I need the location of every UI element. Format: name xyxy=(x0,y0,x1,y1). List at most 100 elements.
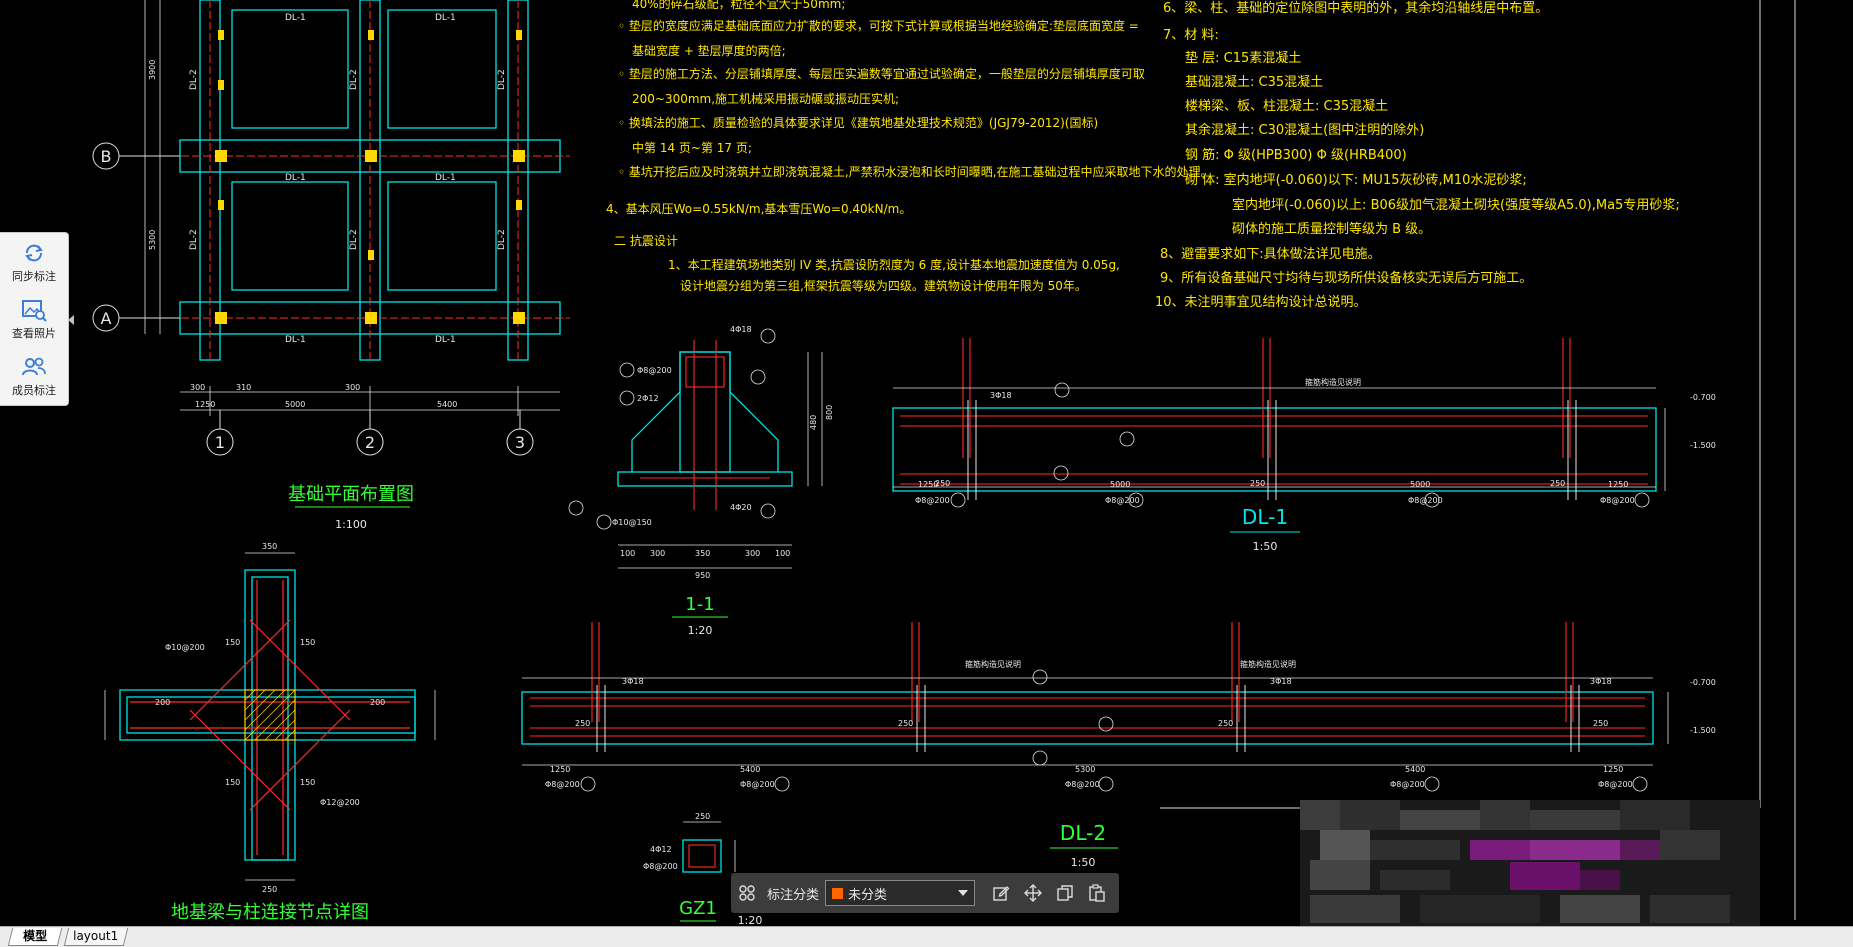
dl1-dim: 250 xyxy=(1250,479,1265,488)
edit-icon[interactable] xyxy=(988,880,1014,906)
note-line: 基础混凝土: C35混凝土 xyxy=(1185,74,1323,90)
dl2-dim: 250 xyxy=(898,719,913,728)
section-dim: 480 xyxy=(809,415,818,430)
view-photo-label: 查看照片 xyxy=(12,326,56,340)
gz1-rebar: Φ8@200 xyxy=(643,862,678,871)
plan-beam-label: DL-1 xyxy=(285,173,306,183)
section-dim: 800 xyxy=(825,405,834,420)
note-line: 设计地震分组为第三组,框架抗震等级为四级。建筑物设计使用年限为 50年。 xyxy=(680,278,1087,293)
collapse-panel-arrow[interactable] xyxy=(68,315,74,325)
note-line: ◦ 垫层的宽度应满足基础底面应力扩散的要求，可按下式计算或根据当地经验确定:垫层… xyxy=(618,18,1139,33)
note-line: 8、避雷要求如下:具体做法详见电施。 xyxy=(1160,246,1381,262)
section-rebar: Φ8@200 xyxy=(637,366,672,375)
note-line: 室内地坪(-0.060)以上: B06级加气混凝土砌块(强度等级A5.0),Ma… xyxy=(1232,197,1680,213)
axis-label-2: 2 xyxy=(365,433,375,452)
grid-icon[interactable] xyxy=(734,880,760,906)
layout-tab-bar: 模型 layout1 xyxy=(0,926,1853,947)
member-annotation-label: 成员标注 xyxy=(12,383,56,397)
dl2-dim: 250 xyxy=(1218,719,1233,728)
note-line: 砌体的施工质量控制等级为 B 级。 xyxy=(1232,221,1431,237)
plan-dim: 300 xyxy=(345,383,360,392)
category-select[interactable]: 未分类 xyxy=(825,880,976,906)
node-dim: 150 xyxy=(225,638,240,647)
note-line: 钢 筋: Φ 级(HPB300) Φ 级(HRB400) xyxy=(1185,147,1407,163)
dl2-dim: 5400 xyxy=(1405,765,1425,774)
section-rebar: 4Φ20 xyxy=(730,503,752,512)
plan-beam-label: DL-1 xyxy=(435,173,456,183)
category-label: 标注分类 xyxy=(767,887,820,903)
plan-beam-label: DL-1 xyxy=(285,13,306,23)
dl1-dim: 250 xyxy=(935,479,950,488)
sync-icon xyxy=(25,244,43,261)
gz1-scale: 1:20 xyxy=(738,914,763,927)
move-icon[interactable] xyxy=(1020,880,1046,906)
dl2-title: DL-2 xyxy=(1060,821,1106,845)
note-line: 中第 14 页~第 17 页; xyxy=(632,140,752,155)
members-icon xyxy=(22,357,46,375)
section-scale: 1:20 xyxy=(688,624,713,637)
plan-dim: 3900 xyxy=(148,60,157,80)
node-rebar: Φ12@200 xyxy=(320,798,360,807)
plan-beam-label: DL-2 xyxy=(189,229,199,250)
dl1-dim: 5000 xyxy=(1110,480,1130,489)
axis-label-3: 3 xyxy=(515,433,525,452)
plan-dim: 5000 xyxy=(285,400,305,409)
sync-annotation-label: 同步标注 xyxy=(12,269,56,283)
dl1-rebar: Φ8@200 xyxy=(1105,496,1140,505)
member-annotation-button[interactable]: 成员标注 xyxy=(0,347,68,404)
dl1-elevation: 250 250 250 1250 5000 5000 1250 3Φ18 箍筋构… xyxy=(892,338,1716,553)
plan-beam-label: DL-2 xyxy=(497,69,507,90)
note-line: 9、所有设备基础尺寸均待与现场所供设备核实无误后方可施工。 xyxy=(1160,270,1532,286)
category-color-swatch xyxy=(832,887,844,899)
dl2-elev: -0.700 xyxy=(1690,678,1716,687)
note-line: 40%的碎石级配，粒径不宜大于50mm; xyxy=(632,0,845,11)
gz1-title: GZ1 xyxy=(679,898,717,919)
note-line: 1、本工程建筑场地类别 IV 类,抗震设防烈度为 6 度,设计基本地震加速度值为… xyxy=(668,257,1120,272)
dl2-rebar: 3Φ18 xyxy=(1270,677,1292,686)
dl2-rebar: 3Φ18 xyxy=(622,677,644,686)
dl2-note: 箍筋构造见说明 xyxy=(1240,659,1296,669)
view-photo-button[interactable]: 查看照片 xyxy=(0,290,68,347)
note-line: 砌 体: 室内地坪(-0.060)以下: MU15灰砂砖,M10水泥砂浆; xyxy=(1185,172,1527,188)
dl1-elev: -1.500 xyxy=(1690,441,1716,450)
node-rebar: Φ10@200 xyxy=(165,643,205,652)
section-title: 1-1 xyxy=(685,594,714,615)
plan-beam-label: DL-2 xyxy=(349,69,359,90)
plan-dim: 1250 xyxy=(195,400,215,409)
dl1-rebar: 3Φ18 xyxy=(990,391,1012,400)
plan-dim: 300 xyxy=(190,383,205,392)
tab-model[interactable]: 模型 xyxy=(7,928,63,946)
paste-icon[interactable] xyxy=(1084,880,1110,906)
node-title: 地基梁与柱连接节点详图 xyxy=(171,902,369,923)
plan-dim: 5300 xyxy=(148,230,157,250)
dl2-rebar: Φ8@200 xyxy=(740,780,775,789)
plan-beam-label: DL-2 xyxy=(189,69,199,90)
note-line: 其余混凝土: C30混凝土(图中注明的除外) xyxy=(1185,122,1424,138)
axis-label-a: A xyxy=(101,309,112,328)
plan-beam-label: DL-1 xyxy=(285,335,306,345)
note-line: 6、梁、柱、基础的定位除图中表明的外，其余均沿轴线居中布置。 xyxy=(1163,0,1548,16)
dl2-dim: 250 xyxy=(1593,719,1608,728)
gz1-rebar: 4Φ12 xyxy=(650,845,672,854)
plan-beam-label: DL-1 xyxy=(435,335,456,345)
copy-icon[interactable] xyxy=(1052,880,1078,906)
dl2-elev: -1.500 xyxy=(1690,726,1716,735)
section-dim: 350 xyxy=(695,549,710,558)
dl2-elevation: 250 250 250 250 1250 5400 5300 5400 1250… xyxy=(521,622,1716,869)
dl2-scale: 1:50 xyxy=(1071,856,1096,869)
section-rebar: 2Φ12 xyxy=(637,394,659,403)
foundation-plan: DL-1 DL-1 DL-1 DL-1 DL-1 DL-1 DL-2 DL-2 … xyxy=(92,0,570,531)
section-dim: 100 xyxy=(775,549,790,558)
dl2-rebar: Φ8@200 xyxy=(1065,780,1100,789)
note-line: 7、材 料: xyxy=(1163,28,1219,43)
tab-layout1[interactable]: layout1 xyxy=(63,928,129,946)
section-rebar: 4Φ18 xyxy=(730,325,752,334)
sync-annotation-button[interactable]: 同步标注 xyxy=(0,233,68,290)
node-dim: 350 xyxy=(262,542,277,551)
dl2-rebar: Φ8@200 xyxy=(545,780,580,789)
section-dim: 950 xyxy=(695,571,710,580)
section-dim: 300 xyxy=(745,549,760,558)
note-line: ◦ 基坑开挖后应及时浇筑并立即浇筑混凝土,严禁积水浸泡和长时间曝晒,在施工基础过… xyxy=(618,164,1213,179)
note-line: 4、基本风压Wo=0.55kN/m,基本雪压Wo=0.40kN/m。 xyxy=(606,202,911,216)
